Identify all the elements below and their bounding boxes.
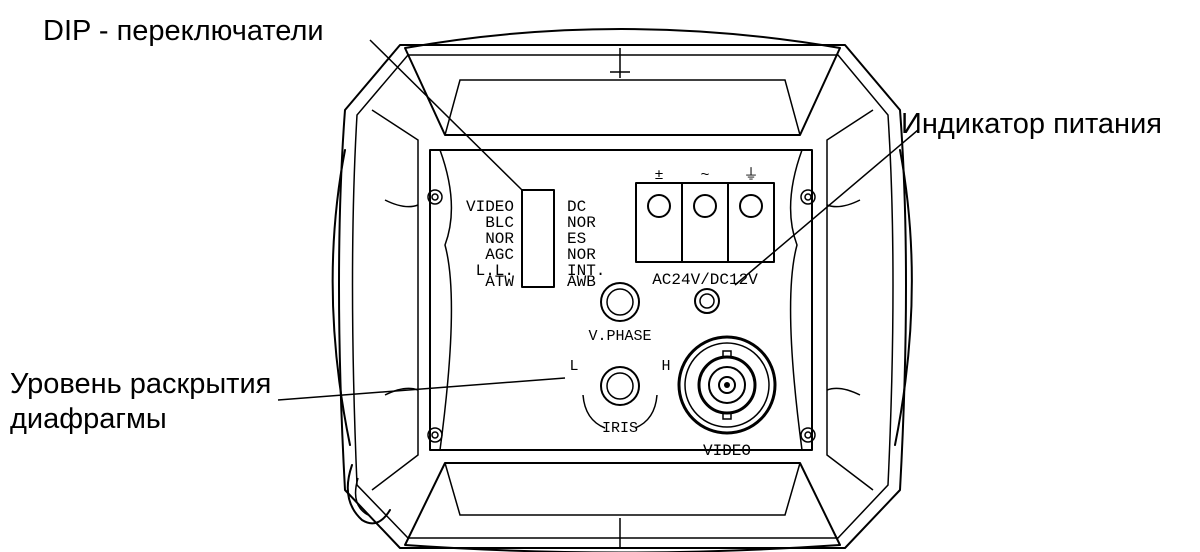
- iris-level-callout-line1: Уровень раскрытия: [10, 368, 271, 400]
- mounting-screw-icon: [800, 189, 816, 205]
- dip-switch-block: VIDEO BLC NOR AGC L.L. ATW DC NOR ES NOR…: [466, 189, 605, 291]
- terminal-symbol-ground: ⏚: [743, 166, 758, 184]
- terminal-symbol-ac: ~: [700, 167, 709, 184]
- dip-switch-body: [521, 189, 555, 288]
- dip-label-right-5: INT.: [567, 262, 605, 280]
- dip-label-right-6: AWB: [567, 273, 596, 291]
- iris-callout-leader: [277, 377, 566, 401]
- camera-housing: [331, 28, 913, 552]
- power-terminal-block: ± ~ ⏚ AC24V/DC12V: [635, 166, 775, 289]
- mounting-screw-icon: [427, 189, 443, 205]
- connector-panel: [427, 149, 816, 451]
- terminal-symbol-plus-minus: ±: [654, 167, 663, 184]
- dip-label-right-1: DC: [567, 198, 586, 216]
- dip-callout-leader: [369, 39, 523, 191]
- iris-scale-arc-left: [582, 394, 606, 429]
- dip-label-left-5: L.L.: [476, 262, 514, 280]
- dip-label-left-3: NOR: [485, 230, 514, 248]
- dip-label-right-3: ES: [567, 230, 586, 248]
- iris-level-callout-line2: диафрагмы: [10, 403, 167, 435]
- power-led-icon: [694, 288, 720, 314]
- terminal-block-body: [635, 182, 775, 263]
- video-output-label: VIDEO: [703, 442, 751, 460]
- iris-label: IRIS: [602, 420, 638, 437]
- power-rating-label: AC24V/DC12V: [652, 271, 758, 289]
- iris-low-label: L: [569, 358, 578, 375]
- dip-label-left-1: VIDEO: [466, 198, 514, 216]
- vphase-label: V.PHASE: [588, 328, 651, 345]
- terminal-screw-icon: [647, 194, 671, 218]
- dip-label-right-2: NOR: [567, 214, 596, 232]
- mounting-screw-icon: [800, 427, 816, 443]
- mounting-screw-icon: [427, 427, 443, 443]
- terminal-screw-icon: [693, 194, 717, 218]
- dip-switches-callout: DIP - переключатели: [43, 15, 324, 47]
- dip-label-left-4: AGC: [485, 246, 514, 264]
- iris-high-label: H: [661, 358, 670, 375]
- vphase-knob-icon: [600, 282, 640, 322]
- bnc-video-connector-icon: [677, 335, 777, 435]
- terminal-screw-icon: [739, 194, 763, 218]
- iris-knob-icon: [600, 366, 640, 406]
- power-callout-leader: [734, 129, 919, 286]
- power-indicator-callout: Индикатор питания: [901, 108, 1162, 140]
- iris-scale-arc-right: [634, 394, 658, 429]
- dip-label-right-4: NOR: [567, 246, 596, 264]
- dip-label-left-2: BLC: [485, 214, 514, 232]
- dip-label-left-6: ATW: [485, 273, 514, 291]
